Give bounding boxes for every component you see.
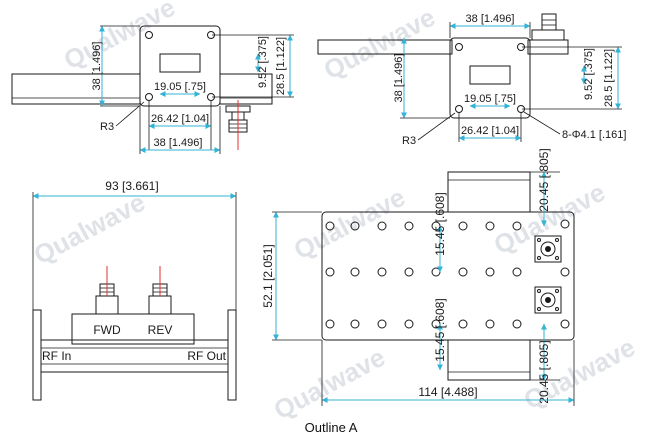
watermark-text: Qualwave <box>319 2 440 85</box>
watermark-text: Qualwave <box>269 342 390 425</box>
rf-out-label: RF Out <box>187 349 226 363</box>
port-fwd-label: FWD <box>93 323 121 337</box>
dim-width: 38 [1.496] <box>154 137 203 149</box>
watermark-text: Qualwave <box>59 0 180 75</box>
dim-outer-v: 28.5 [1.122] <box>275 37 287 95</box>
dim-bolt-v: 9.52 [.375] <box>583 48 595 100</box>
connector-flange-bottom <box>534 286 562 314</box>
dim-bolt-v: 9.52 [.375] <box>257 36 269 88</box>
top-view: 52.1 [2.051] 15.45 [.608] 15.45 [.608] 2… <box>261 148 575 406</box>
dim-length: 114 [4.488] <box>418 385 477 399</box>
rf-in-label: RF In <box>42 349 71 363</box>
dim-offset-top: 15.45 [.608] <box>433 192 447 255</box>
dim-inner-w: 19.05 [.75] <box>464 93 516 105</box>
dim-flange-bottom: 20.45 [.805] <box>537 340 551 403</box>
port-rev-label: REV <box>148 323 173 337</box>
dim-flange-top: 20.45 [.805] <box>537 148 551 211</box>
figure-caption: Outline A <box>304 420 358 435</box>
front-view-right: 38 [1.496] 38 [1.496] 9.52 [.375] 28.5 [… <box>317 13 626 147</box>
dim-height: 38 [1.496] <box>91 42 103 91</box>
front-view-left: 38 [1.496] 9.52 [.375] 28.5 [1.122] 19.0… <box>11 25 294 154</box>
connector-flange-top <box>534 235 562 263</box>
watermark-text: Qualwave <box>289 182 410 265</box>
dim-outer-w: 26.42 [1.04] <box>461 125 519 137</box>
radius-label: R3 <box>100 121 114 133</box>
radius-label: R3 <box>402 135 416 147</box>
watermark-text: Qualwave <box>29 187 150 270</box>
dim-width-top: 38 [1.496] <box>466 13 515 25</box>
dim-outer-w: 26.42 [1.04] <box>151 113 209 125</box>
dim-height: 38 [1.496] <box>393 54 405 103</box>
dim-length: 93 [3.661] <box>105 179 158 193</box>
holes-label: 8-Φ4.1 [.161] <box>562 129 626 141</box>
dim-outer-v: 28.5 [1.122] <box>603 49 615 107</box>
dim-inner-w: 19.05 [.75] <box>154 81 206 93</box>
side-view: 93 [3.661] FWD REV RF In RF Out <box>32 179 237 401</box>
dim-height: 52.1 [2.051] <box>261 244 275 307</box>
dim-offset-bottom: 15.45 [.608] <box>433 298 447 361</box>
